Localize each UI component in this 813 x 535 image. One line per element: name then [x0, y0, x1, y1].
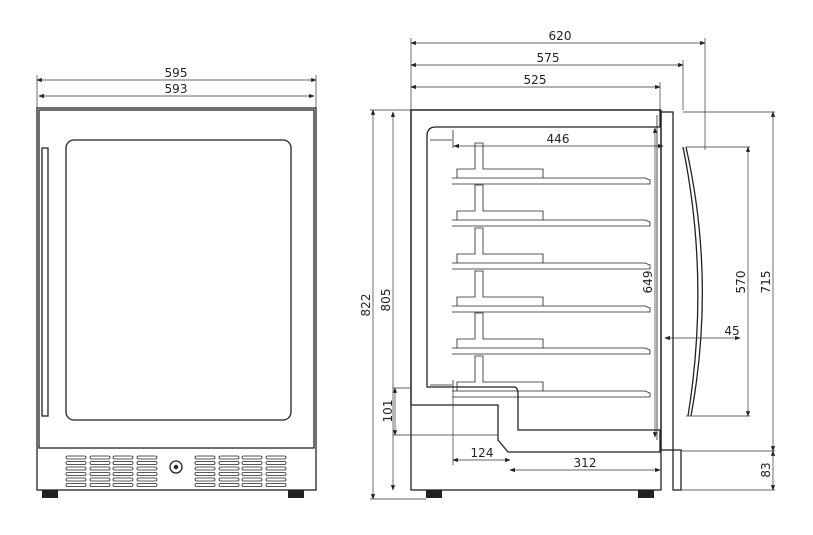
vent-slot — [218, 466, 240, 471]
dimension-570: 570 — [734, 271, 748, 294]
power-button-icon — [169, 460, 183, 474]
vent-slot — [241, 483, 263, 487]
vent-slot — [112, 466, 134, 471]
vent-slot — [112, 455, 134, 460]
vent-slot — [65, 455, 87, 460]
vent-slot — [241, 477, 263, 482]
wine-shelf — [452, 312, 651, 355]
wine-shelf — [452, 270, 651, 313]
liner — [430, 130, 454, 388]
side-door — [660, 111, 674, 451]
vent-slot — [194, 477, 216, 482]
side-view: 620 575 525 446 45 124 312 822 805 101 6… — [359, 29, 776, 500]
glass-window — [65, 139, 292, 421]
vent-slot — [89, 461, 111, 465]
vent-slot — [194, 472, 216, 476]
cabinet-body — [410, 109, 662, 491]
dimension-124: 124 — [471, 446, 494, 460]
vent-slot — [136, 461, 158, 465]
vent-slot — [89, 483, 111, 487]
vent-slot — [136, 455, 158, 460]
vent-slot — [136, 483, 158, 487]
front-view: 595 593 — [36, 66, 317, 498]
vent-slot — [112, 472, 134, 476]
door-hinge-plinth — [672, 449, 682, 491]
vent-slot — [136, 477, 158, 482]
vent-slot — [265, 455, 287, 460]
dimension-715: 715 — [759, 271, 773, 294]
vent-slot — [112, 461, 134, 465]
wine-shelf — [452, 355, 651, 398]
vent-slot — [218, 455, 240, 460]
door-handle — [41, 147, 49, 417]
dimension-446: 446 — [547, 132, 570, 146]
vent-slot — [241, 455, 263, 460]
vent-slot — [89, 477, 111, 482]
vent-slot — [65, 477, 87, 482]
vent-slot — [65, 472, 87, 476]
dimension-805: 805 — [379, 289, 393, 312]
vent-slot — [65, 466, 87, 471]
vent-slot — [241, 472, 263, 476]
vent-slot — [89, 466, 111, 471]
vent-slot — [265, 466, 287, 471]
dimension-575: 575 — [537, 51, 560, 65]
foot-left — [42, 490, 58, 498]
vent-slot — [112, 483, 134, 487]
ventilation-grille — [65, 455, 287, 487]
shelves — [452, 142, 651, 398]
vent-slot — [194, 466, 216, 471]
vent-slot — [218, 472, 240, 476]
dimension-525: 525 — [524, 73, 547, 87]
vent-slot — [218, 477, 240, 482]
curved-handle — [682, 146, 703, 417]
dimension-door-width: 593 — [165, 82, 188, 96]
dimension-45: 45 — [724, 324, 739, 338]
wine-shelf — [452, 184, 651, 227]
vent-slot — [89, 455, 111, 460]
cabinet-outline — [36, 107, 317, 491]
dimension-overall-width: 595 — [165, 66, 188, 80]
vent-slot — [218, 461, 240, 465]
dimension-312: 312 — [574, 456, 597, 470]
dimension-83: 83 — [759, 462, 773, 477]
foot-rear — [426, 490, 442, 498]
vent-slot — [265, 461, 287, 465]
foot-right — [288, 490, 304, 498]
dimension-822: 822 — [359, 294, 373, 317]
vent-slot — [194, 461, 216, 465]
vent-slot — [89, 472, 111, 476]
vent-slot — [241, 461, 263, 465]
dimension-649: 649 — [641, 271, 655, 294]
vent-slot — [265, 472, 287, 476]
vent-slot — [112, 477, 134, 482]
door-panel — [38, 109, 315, 449]
vent-slot — [218, 483, 240, 487]
vent-slot — [136, 472, 158, 476]
vent-slot — [65, 483, 87, 487]
vent-slot — [194, 455, 216, 460]
vent-slot — [265, 483, 287, 487]
vent-slot — [194, 483, 216, 487]
wine-shelf — [452, 227, 651, 270]
vent-slot — [65, 461, 87, 465]
vent-slot — [136, 466, 158, 471]
foot-front — [638, 490, 654, 498]
insulation-section — [410, 109, 661, 453]
vent-slot — [265, 477, 287, 482]
wine-shelf — [452, 142, 651, 185]
vent-slot — [241, 466, 263, 471]
dimension-620: 620 — [549, 29, 572, 43]
dimension-101: 101 — [381, 400, 395, 423]
